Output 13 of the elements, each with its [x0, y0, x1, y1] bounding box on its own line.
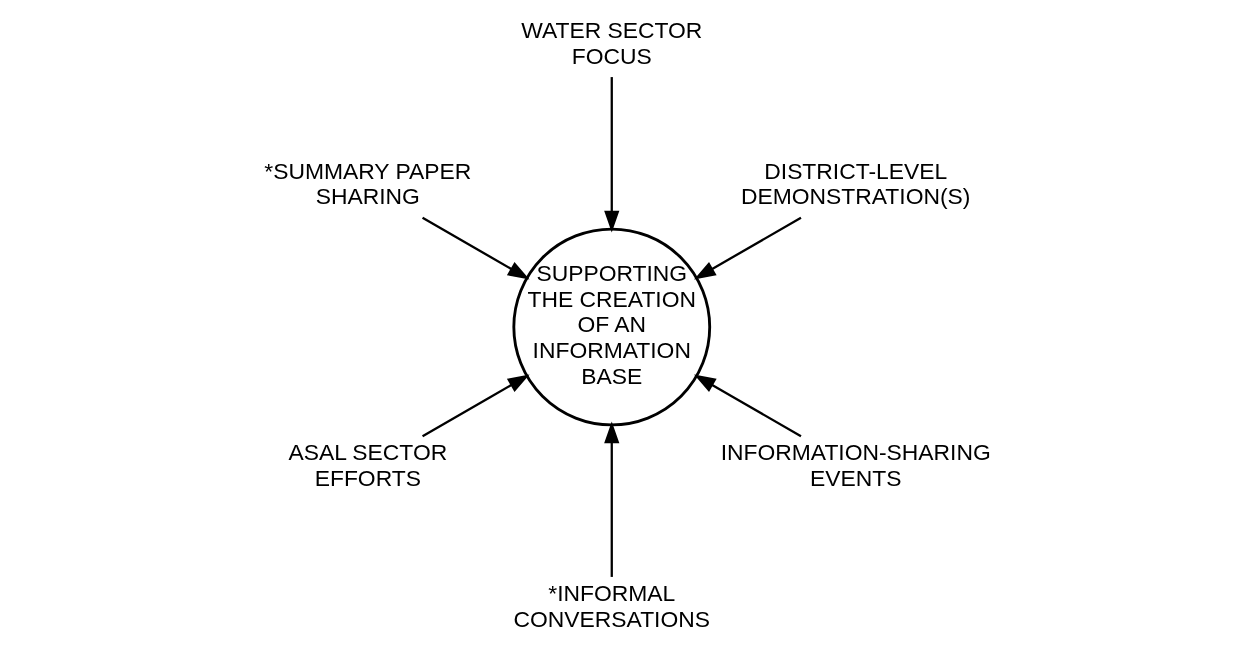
arrow [421, 216, 530, 280]
node-text: *SUMMARY PAPER SHARING [263, 157, 471, 210]
arrow [603, 421, 619, 577]
arrow [693, 374, 802, 438]
arrow [603, 77, 619, 233]
node-text: ASAL SECTOR EFFORTS [287, 439, 447, 492]
arrow [421, 374, 530, 438]
arrow [693, 216, 802, 280]
node-text: INFORMATION-SHARING EVENTS [720, 439, 991, 492]
node-text: *INFORMAL CONVERSATIONS [513, 580, 710, 632]
node-text: WATER SECTOR FOCUS [520, 16, 702, 69]
node-text: DISTRICT-LEVEL DEMONSTRATION(S) [740, 157, 970, 210]
node-circle: SUPPORTING THE CREATION OF AN INFORMATION BASE [511, 227, 711, 427]
